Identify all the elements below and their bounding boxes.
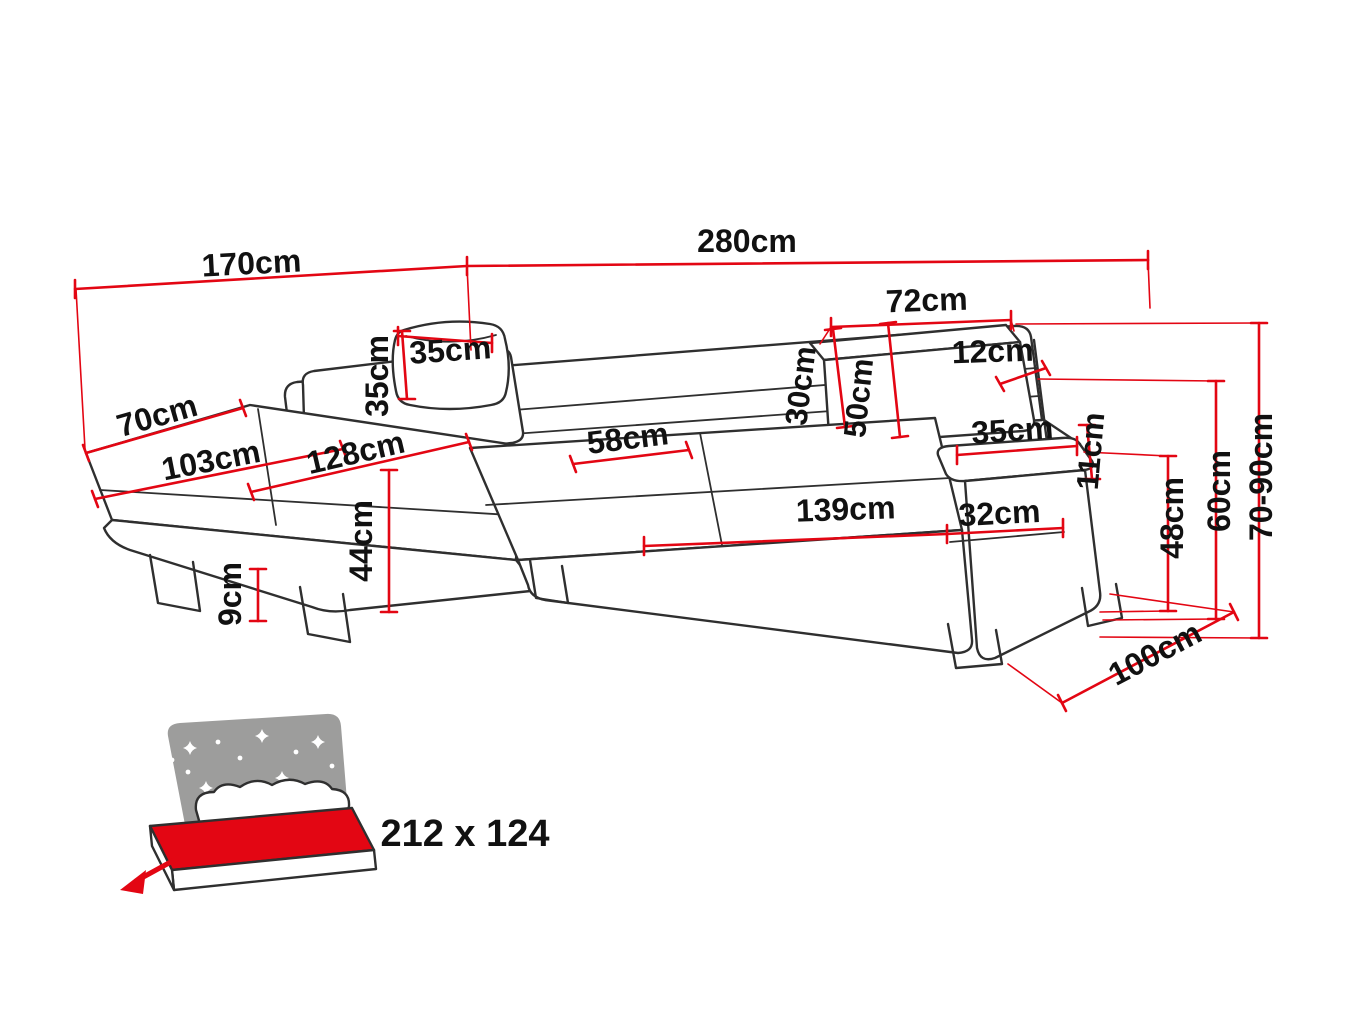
- sofa-armrest-side: [963, 468, 1102, 661]
- dim-back-width-right: [465, 249, 1151, 351]
- sofa-pillow: [391, 320, 510, 411]
- dim-headrest-width: [819, 309, 1015, 345]
- sofa-leg-chaise-front: [298, 585, 352, 644]
- sofa-chaise-seam-b: [99, 489, 511, 516]
- label-cushion-width: 35cm: [408, 329, 492, 371]
- dim-seat-depth: [568, 440, 694, 474]
- label-cushion-height: 35cm: [359, 335, 395, 417]
- sleeping-function-icon: [120, 713, 378, 894]
- sofa-chaise-front: [102, 518, 542, 613]
- dim-seat-height: [379, 468, 399, 614]
- label-headrest-width: 72cm: [885, 281, 968, 320]
- dim-backrest-height: [1037, 378, 1226, 621]
- label-headrest-top-depth: 12cm: [951, 332, 1034, 371]
- dim-chaise-seat-length: [90, 439, 348, 509]
- dim-headrest-height-max: [878, 320, 910, 440]
- dim-headrest-height-min: [823, 326, 855, 430]
- label-headrest-height-max: 50cm: [837, 357, 880, 440]
- sofa-leg-middle: [528, 558, 570, 605]
- dim-chaise-seat-full-length: [246, 432, 474, 502]
- label-leg-height: 9cm: [212, 562, 248, 626]
- sofa-seat-seam-divider: [699, 432, 723, 546]
- sofa-leg-chaise-left: [148, 553, 202, 613]
- dim-armrest-height: [1083, 451, 1178, 613]
- sleeping-area-label: 212 x 124: [380, 813, 549, 855]
- dim-total-height: [1015, 321, 1269, 640]
- label-back-width-left: 170cm: [201, 242, 302, 283]
- label-armrest-top-length: 35cm: [970, 409, 1054, 451]
- bed-mattress-left-side: [148, 824, 176, 892]
- label-armrest-front-width: 32cm: [958, 493, 1042, 533]
- dimension-labels: 170cm 280cm 72cm 12cm 35cm 35cm 70cm 103…: [113, 223, 1279, 693]
- label-seat-front-width: 139cm: [795, 489, 896, 528]
- label-armrest-top-width: 11cm: [1070, 411, 1112, 491]
- label-total-height: 70-90cm: [1243, 413, 1279, 541]
- dim-chaise-end-width: [81, 398, 248, 463]
- dim-total-depth: [1007, 593, 1240, 713]
- dimension-lines: [73, 249, 1269, 713]
- dim-headrest-top-depth: [994, 359, 1052, 393]
- sofa-seat-front: [516, 528, 974, 655]
- sofa-seat-seam-front: [485, 477, 951, 506]
- dim-leg-height: [248, 567, 268, 623]
- sofa-armrest-front-seam: [949, 531, 1065, 543]
- pull-out-arrow-icon: [120, 855, 181, 894]
- sofa-leg-front-right: [946, 622, 1004, 670]
- label-backrest-height: 60cm: [1201, 450, 1237, 532]
- dim-armrest-front-width: [945, 517, 1065, 539]
- sofa-drawing: [84, 320, 1124, 670]
- sofa-chaise-seam-a: [257, 408, 277, 526]
- dim-armrest-top-length: [955, 435, 1079, 466]
- label-back-width-right: 280cm: [697, 223, 797, 259]
- sofa-leg-back-right: [1080, 582, 1124, 628]
- label-armrest-height: 48cm: [1154, 477, 1190, 559]
- label-total-depth: 100cm: [1102, 614, 1207, 693]
- label-seat-height: 44cm: [343, 500, 379, 582]
- dim-cushion-height: [392, 329, 417, 401]
- sofa-right-back-edge: [1032, 338, 1049, 444]
